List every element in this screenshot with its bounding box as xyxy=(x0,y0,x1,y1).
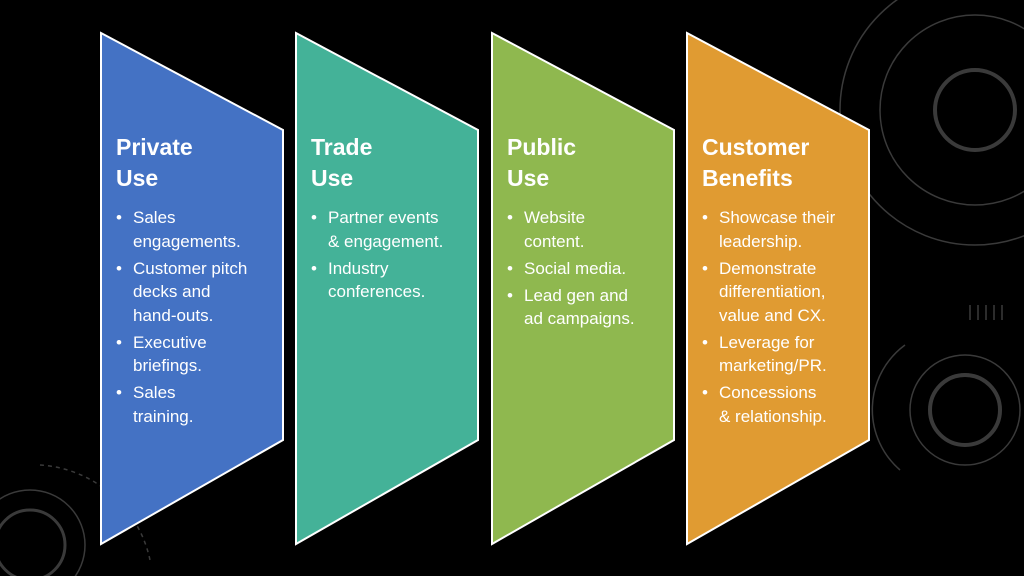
panel-trade-use: TradeUsePartner events & engagement. Indus… xyxy=(311,132,451,307)
bullet-text-line: value and CX. xyxy=(719,305,826,325)
bullet-text-line: Showcase their xyxy=(719,208,836,227)
panel-title-line: Use xyxy=(311,165,354,191)
panel-bullet-list: Showcase their leadership. Demonstrate diff… xyxy=(702,206,842,428)
bullet-item: Partner events & engagement. xyxy=(311,206,451,253)
bullet-text-line: decks and xyxy=(133,282,211,301)
bullet-item: Lead gen and ad campaigns. xyxy=(507,284,647,331)
panel-title-line: Customer xyxy=(702,134,810,160)
bullet-item: Showcase their leadership. xyxy=(702,206,842,253)
bullet-item: Executive briefings. xyxy=(116,331,256,378)
bullet-text-line: Leverage for xyxy=(719,332,815,352)
panel-bullet-list: Website content. Social media. Lead gen and… xyxy=(507,206,647,331)
bullet-item: Social media. xyxy=(507,257,647,281)
panel-bullet-list: Sales engagements. Customer pitch decks and… xyxy=(116,206,256,428)
bullet-text-line: training. xyxy=(133,406,194,426)
deco-circle-low-inner xyxy=(928,373,1002,447)
deco-circle-large xyxy=(839,0,1024,246)
bullet-item: Industry conferences. xyxy=(311,257,451,304)
panel-customer-benefits: CustomerBenefitsShowcase their leadership… xyxy=(702,132,842,432)
panel-title-line: Benefits xyxy=(702,165,793,191)
bullet-text-line: Website xyxy=(524,208,586,227)
panel-title-line: Trade xyxy=(311,134,373,160)
bullet-text-line: marketing/PR. xyxy=(719,356,827,375)
bullet-text-line: ad campaigns. xyxy=(524,309,635,328)
bullet-text-line: Lead gen and xyxy=(524,285,628,305)
deco-circle-left xyxy=(0,489,86,576)
panel-bullet-list: Partner events & engagement. Industry confe… xyxy=(311,206,451,304)
deco-circle-left-inner xyxy=(0,508,67,576)
bullet-text-line: Sales xyxy=(133,208,176,227)
bullet-text-line: leadership. xyxy=(719,231,803,251)
bullet-text-line: Partner events xyxy=(328,208,439,227)
deco-arc-right xyxy=(871,344,906,471)
bullet-text-line: Industry xyxy=(328,258,389,278)
bullet-item: Concessions & relationship. xyxy=(702,381,842,428)
panel-title-line: Use xyxy=(507,165,550,191)
deco-circle-mid xyxy=(879,14,1024,206)
bullet-text-line: Executive xyxy=(133,332,207,352)
bullet-text-line: hand-outs. xyxy=(133,305,214,325)
deco-circle-inner xyxy=(933,68,1017,152)
bullet-text-line: engagements. xyxy=(133,231,241,251)
bullet-text-line: Demonstrate xyxy=(719,258,817,278)
bullet-text-line: Customer pitch xyxy=(133,258,248,278)
panel-title-line: Use xyxy=(116,165,159,191)
deco-tick-row xyxy=(969,305,1003,320)
bullet-item: Website content. xyxy=(507,206,647,253)
bullet-text-line: content. xyxy=(524,231,585,251)
bullet-item: Leverage for marketing/PR. xyxy=(702,331,842,378)
bullet-text-line: & engagement. xyxy=(328,231,444,251)
bullet-text-line: briefings. xyxy=(133,356,202,375)
panel-title-line: Public xyxy=(507,134,577,160)
panel-title-line: Private xyxy=(116,134,193,160)
bullet-item: Sales training. xyxy=(116,381,256,428)
bullet-text-line: conferences. xyxy=(328,282,426,301)
bullet-item: Demonstrate differentiation, value and CX. xyxy=(702,257,842,328)
bullet-text-line: Concessions xyxy=(719,383,817,402)
deco-circle-low xyxy=(909,354,1021,466)
panel-private-use: PrivateUseSales engagements. Customer pitc… xyxy=(116,132,256,432)
panel-public-use: PublicUseWebsite content. Social media. Lea… xyxy=(507,132,647,334)
bullet-item: Sales engagements. xyxy=(116,206,256,253)
bullet-text-line: differentiation, xyxy=(719,282,826,301)
bullet-text-line: & relationship. xyxy=(719,406,827,426)
bullet-text-line: Sales xyxy=(133,383,176,402)
bullet-item: Customer pitch decks and hand-outs. xyxy=(116,257,256,328)
bullet-text-line: Social media. xyxy=(524,258,627,278)
